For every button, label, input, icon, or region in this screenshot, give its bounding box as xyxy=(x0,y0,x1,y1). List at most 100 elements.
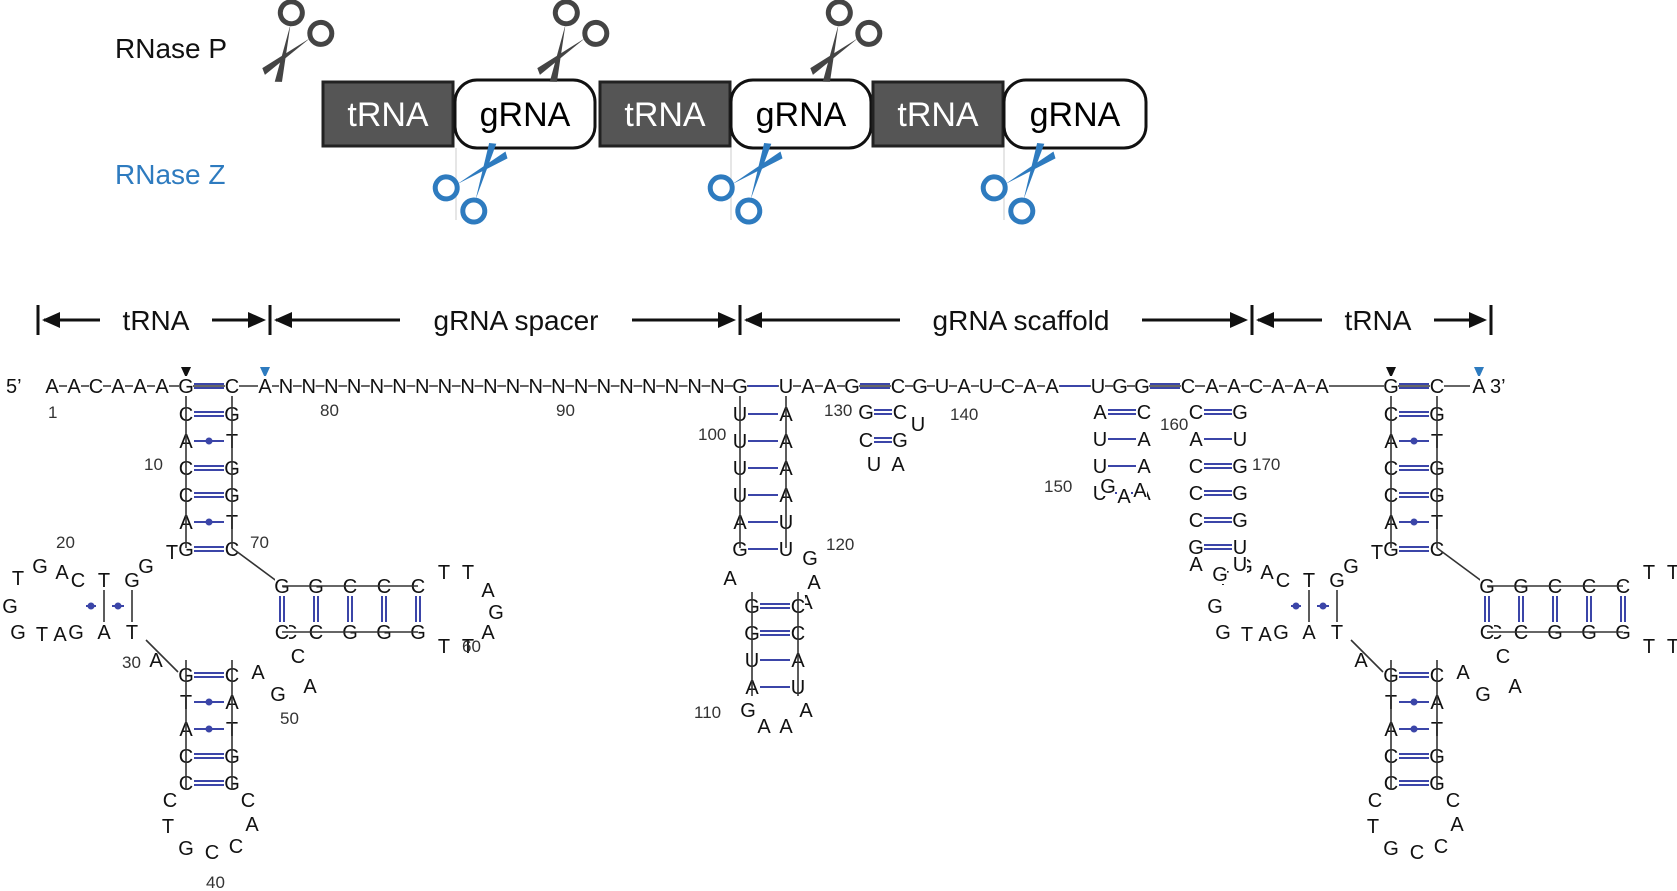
spacer-nucleotide: N xyxy=(279,376,293,398)
nucleotide: G xyxy=(1232,510,1248,532)
nucleotide: T xyxy=(1331,622,1343,644)
scaffold-nucleotide: G xyxy=(912,376,928,398)
scaffold-nucleotide: U xyxy=(935,376,949,398)
nucleotide: A xyxy=(53,624,67,646)
rnase-z-cleavage-marker xyxy=(1474,367,1484,378)
nucleotide: G xyxy=(1188,537,1204,559)
wobble-pair xyxy=(1292,602,1300,610)
scaffold-nucleotide: A xyxy=(823,376,837,398)
scaffold-nucleotide: A xyxy=(1023,376,1037,398)
spacer-nucleotide: N xyxy=(551,376,565,398)
nucleotide: G xyxy=(1383,539,1399,561)
nucleotide: C xyxy=(1189,510,1203,532)
nucleotide: A xyxy=(1302,622,1316,644)
nucleotide: G xyxy=(410,622,426,644)
nucleotide: G xyxy=(274,576,290,598)
nucleotide: C xyxy=(225,376,239,398)
leader-nucleotide: A xyxy=(155,376,169,398)
rnase-p-label: RNase P xyxy=(115,33,227,64)
leader-nucleotide: A xyxy=(111,376,125,398)
terminator-hairpin-1: ACUAUAUAAGA xyxy=(1093,402,1151,508)
scaffold-nucleotide: A xyxy=(1293,376,1307,398)
pos-10: 10 xyxy=(144,455,163,474)
grna-block-1-label: gRNA xyxy=(480,96,571,134)
nucleotide: C xyxy=(1496,646,1510,668)
nucleotide: A xyxy=(1117,486,1131,508)
wobble-pair xyxy=(1410,518,1418,526)
nucleotide: G xyxy=(68,622,84,644)
nucleotide: G xyxy=(138,556,154,578)
scaffold-nucleotide: C xyxy=(891,376,905,398)
pos-40: 40 xyxy=(206,873,225,891)
scaffold-nucleotide: A xyxy=(1045,376,1059,398)
scissors-icon xyxy=(707,142,783,225)
nucleotide: A xyxy=(245,814,259,836)
leader-nucleotide: A xyxy=(133,376,147,398)
scaffold-nucleotide: C xyxy=(1181,376,1195,398)
nucleotide: G xyxy=(1383,838,1399,860)
scaffold-nucleotide: A xyxy=(801,376,815,398)
nucleotide: T xyxy=(462,562,474,584)
nucleotide: G xyxy=(1100,476,1116,498)
leader-nucleotide: A xyxy=(45,376,59,398)
grna-block-3-label: gRNA xyxy=(1030,96,1121,134)
nucleotide: C xyxy=(1514,622,1528,644)
grna-block-2-label: gRNA xyxy=(756,96,847,134)
spacer-nucleotide: N xyxy=(324,376,338,398)
nucleotide: C xyxy=(275,622,289,644)
nucleotide: G xyxy=(124,570,140,592)
nucleotide: A xyxy=(1456,662,1470,684)
nucleotide: G xyxy=(740,700,756,722)
nucleotide: C xyxy=(291,646,305,668)
nucleotide: A xyxy=(149,650,163,672)
nucleotide: C xyxy=(343,576,357,598)
trna-block-3-label: tRNA xyxy=(897,96,979,134)
nucleotide: G xyxy=(270,684,286,706)
nucleotide: G xyxy=(1329,570,1345,592)
scaffold-nucleotide: G xyxy=(1383,376,1399,398)
scaffold-nucleotide: U xyxy=(779,376,793,398)
nucleotide: G xyxy=(32,556,48,578)
pos-70: 70 xyxy=(250,533,269,552)
nucleotide: A xyxy=(1137,429,1151,451)
scissors-icon xyxy=(537,0,610,82)
scaffold-nucleotide: A xyxy=(957,376,971,398)
spacer-nucleotide: N xyxy=(415,376,429,398)
spacer-nucleotide: N xyxy=(460,376,474,398)
nucleotide: C xyxy=(859,430,873,452)
wobble-pair xyxy=(205,698,213,706)
scaffold-nucleotide: C xyxy=(1001,376,1015,398)
leader-nucleotide: C xyxy=(89,376,103,398)
nucleotide: G xyxy=(1581,622,1597,644)
nucleotide: C xyxy=(163,790,177,812)
region-label-grna-spacer: gRNA spacer xyxy=(434,305,599,336)
nucleotide: C xyxy=(1430,539,1444,561)
nucleotide: C xyxy=(71,570,85,592)
trna-block-2 xyxy=(598,80,732,148)
nucleotide: G xyxy=(178,376,194,398)
pos-30: 30 xyxy=(122,653,141,672)
nucleotide: G xyxy=(892,430,908,452)
nucleotide: G xyxy=(2,596,18,618)
nucleotide: C xyxy=(1446,790,1460,812)
grna-block-3 xyxy=(1002,78,1148,150)
spacer-nucleotide: N xyxy=(347,376,361,398)
scaffold-nucleotide: A xyxy=(1472,376,1486,398)
wobble-pair xyxy=(87,602,95,610)
spacer-nucleotide: N xyxy=(597,376,611,398)
nucleotide: G xyxy=(1215,622,1231,644)
scaffold-nucleotide: U xyxy=(979,376,993,398)
scaffold-nucleotide: G xyxy=(1134,376,1150,398)
nucleotide: A xyxy=(1450,814,1464,836)
nucleotide: G xyxy=(1475,684,1491,706)
scaffold-nucleotide: C xyxy=(1249,376,1263,398)
nucleotide: T xyxy=(438,562,450,584)
nucleotide: C xyxy=(1189,402,1203,424)
nucleotide: C xyxy=(1434,836,1448,858)
wobble-pair xyxy=(1410,437,1418,445)
rnase-z-label: RNase Z xyxy=(115,159,225,190)
nucleotide: A xyxy=(251,662,265,684)
nucleotide: T xyxy=(438,636,450,658)
pos-160: 160 xyxy=(1160,415,1188,434)
